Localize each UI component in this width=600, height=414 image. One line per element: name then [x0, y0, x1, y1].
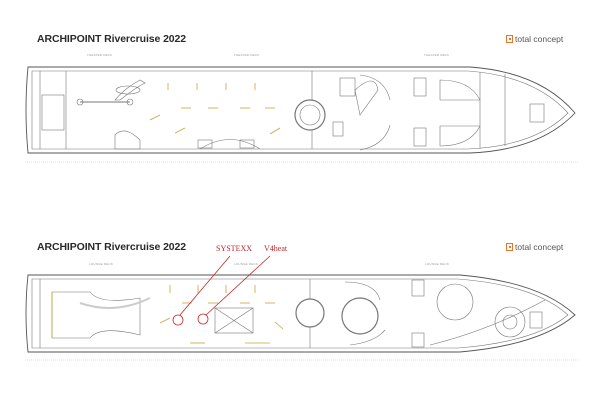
logo-text: total concept [515, 242, 564, 252]
annotation-v4heat: V4heat [264, 244, 288, 253]
v4heat-pointer-line [205, 255, 271, 316]
annotation-markers [172, 255, 271, 326]
lounge-deck-plan [25, 274, 578, 361]
deck-label: THEATER DECK [424, 53, 450, 57]
company-logo: total concept [506, 34, 563, 44]
systexx-marker-circle [172, 314, 184, 326]
deck-label: THEATER DECK [87, 53, 113, 57]
logo-bracket-icon [506, 243, 513, 251]
logo-text: total concept [515, 34, 564, 44]
annotation-systexx: SYSTEXX [216, 244, 253, 253]
plan-title: ARCHIPOINT Rivercruise 2022 [37, 241, 187, 253]
deck-label: LOUNGE DECK [89, 262, 114, 266]
systexx-pointer-line [179, 255, 231, 316]
company-logo: total concept [506, 242, 563, 252]
deck-label: THEATER DECK [234, 53, 260, 57]
plan-title: ARCHIPOINT Rivercruise 2022 [37, 33, 187, 45]
theater-deck-plan [25, 66, 578, 163]
deck-label: LOUNGE DECK [425, 262, 450, 266]
deck-label: LOUNGE DECK [234, 262, 259, 266]
v4heat-marker-circle [197, 313, 209, 325]
logo-bracket-icon [506, 35, 513, 43]
